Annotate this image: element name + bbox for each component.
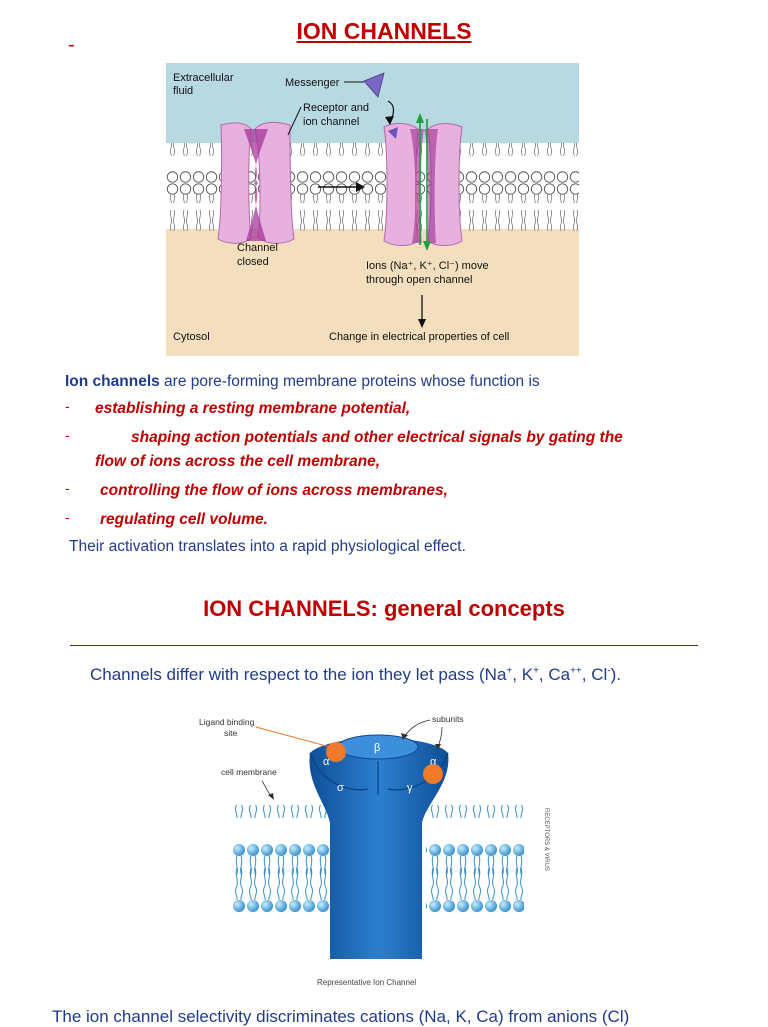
- definition-line: Ion channels are pore-forming membrane p…: [65, 373, 540, 391]
- bullet-2-line-2: flow of ions across the cell membrane,: [95, 453, 381, 470]
- label-ions-1: Ions (Na⁺, K⁺, Cl⁻) move: [366, 260, 489, 272]
- label-extracellular-2: fluid: [173, 85, 193, 97]
- ligand-binding-site-left: [326, 742, 346, 762]
- subunit-alpha-right: α: [430, 756, 437, 768]
- label-change: Change in electrical properties of cell: [329, 331, 509, 343]
- bullet-3: controlling the flow of ions across memb…: [100, 482, 448, 499]
- label-channel-closed-1: Channel: [237, 242, 278, 254]
- section-divider: [70, 645, 698, 646]
- ligand-binding-site-right: [423, 764, 443, 784]
- channels-line: Channels differ with respect to the ion …: [90, 665, 622, 684]
- messenger-molecule: [363, 72, 385, 98]
- label-channel-closed-2: closed: [237, 256, 269, 268]
- side-mark: RECEPTORS & VIRUS: [543, 808, 549, 871]
- label-ions-2: through open channel: [366, 274, 472, 286]
- page-title: ION CHANNELS: [296, 18, 472, 44]
- label-extracellular-1: Extracellular: [173, 72, 234, 84]
- lipid-layer-left-bottom: [232, 861, 330, 931]
- activation-line: Their activation translates into a rapid…: [69, 538, 466, 555]
- bullet-dash-4: -: [65, 509, 70, 525]
- channel-body: [309, 738, 449, 959]
- bullet-2-line-1: shaping action potentials and other elec…: [131, 429, 623, 446]
- bullet-1: establishing a resting membrane potentia…: [95, 400, 411, 417]
- label-receptor-1: Receptor and: [303, 102, 369, 114]
- subunit-gamma: γ: [407, 782, 413, 794]
- bullet-dash-1: -: [65, 398, 70, 414]
- bullet-dash-3: -: [65, 480, 70, 496]
- subunit-sigma: σ: [337, 782, 344, 794]
- definition-term: Ion channels: [65, 373, 160, 390]
- definition-rest: are pore-forming membrane proteins whose…: [159, 373, 540, 390]
- label-ligand-2: site: [224, 728, 238, 738]
- subunit-beta: β: [374, 742, 380, 754]
- label-cell-membrane: cell membrane: [221, 767, 277, 777]
- bullet-dash-2: -: [65, 427, 70, 443]
- label-subunits: subunits: [432, 714, 464, 724]
- selectivity-line: The ion channel selectivity discriminate…: [52, 1007, 630, 1026]
- closed-channel-shape: [217, 121, 295, 244]
- label-ligand-1: Ligand binding: [199, 717, 255, 727]
- label-messenger: Messenger: [285, 77, 340, 89]
- lipid-layer-right-bottom: [426, 861, 524, 931]
- label-cytosol: Cytosol: [173, 331, 210, 343]
- top-dash: -: [68, 34, 75, 56]
- subunit-alpha-left: α: [323, 756, 330, 768]
- bullet-4: regulating cell volume.: [100, 511, 268, 528]
- representative-ion-channel-figure: α β α σ γ Ligand binding site subunits c…: [199, 714, 549, 987]
- section-title-concepts: ION CHANNELS: general concepts: [203, 596, 565, 621]
- ligand-gated-channel-figure: Extracellular fluid Messenger Receptor a…: [166, 63, 579, 356]
- label-receptor-2: ion channel: [303, 116, 359, 128]
- figure2-caption: Representative Ion Channel: [317, 978, 416, 987]
